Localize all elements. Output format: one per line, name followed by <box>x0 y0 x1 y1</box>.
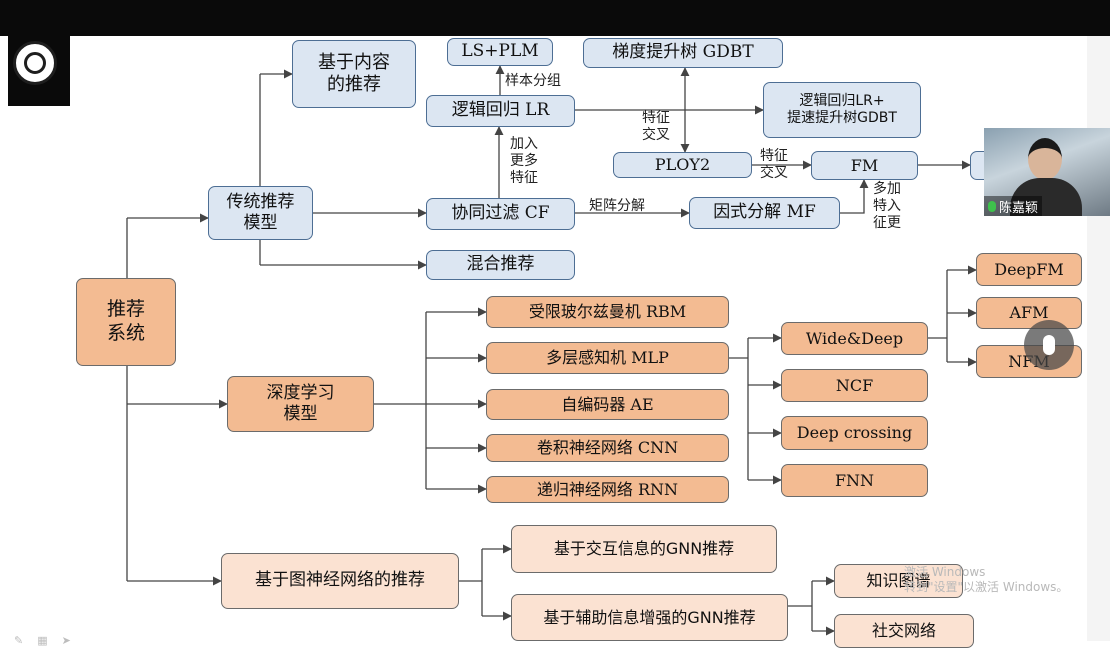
university-logo-icon <box>13 41 57 85</box>
node-ls-plm: LS+PLM <box>447 38 553 66</box>
node-content-based: 基于内容 的推荐 <box>292 40 416 108</box>
node-mf: 因式分解 MF <box>689 197 840 229</box>
node-recommender-system: 推荐 系统 <box>76 278 176 366</box>
participant-name: 陈嘉颖 <box>999 200 1039 216</box>
participant-name-bar: 陈嘉颖 <box>984 196 1043 216</box>
slides-icon[interactable]: ▦ <box>37 634 48 647</box>
participant-video[interactable]: 陈嘉颖 <box>984 128 1110 216</box>
edge-label-more-features-2: 多加 特入 征更 <box>873 181 901 231</box>
node-traditional-models: 传统推荐 模型 <box>208 186 313 240</box>
node-gnn: 基于图神经网络的推荐 <box>221 553 459 609</box>
node-cf: 协同过滤 CF <box>426 198 575 230</box>
edge-label-sample-group: 样本分组 <box>505 73 561 89</box>
node-ploy2: PLOY2 <box>613 152 752 178</box>
node-deep-crossing: Deep crossing <box>781 416 928 450</box>
pointer-icon[interactable]: ➤ <box>61 634 71 647</box>
node-ae: 自编码器 AE <box>486 389 729 420</box>
node-knowledge-graph: 知识图谱 <box>834 564 963 598</box>
bottom-toolbar: ✎ ▦ ➤ <box>14 634 71 647</box>
edge-label-matrix-factorization: 矩阵分解 <box>589 198 645 214</box>
node-wide-deep: Wide&Deep <box>781 322 928 355</box>
node-rnn: 递归神经网络 RNN <box>486 476 729 503</box>
node-gnn-interaction: 基于交互信息的GNN推荐 <box>511 525 777 573</box>
node-lr: 逻辑回归 LR <box>426 95 575 127</box>
participant-body <box>1010 178 1082 216</box>
node-social-network: 社交网络 <box>834 614 974 648</box>
node-cnn: 卷积神经网络 CNN <box>486 434 729 462</box>
edge-label-feature-cross-1: 特征 交叉 <box>642 110 670 143</box>
node-deepfm: DeepFM <box>976 253 1082 286</box>
node-mlp: 多层感知机 MLP <box>486 342 729 374</box>
node-deep-learning: 深度学习 模型 <box>227 376 374 432</box>
mic-overlay-icon[interactable] <box>1024 320 1074 370</box>
mic-overlay-glyph <box>1043 335 1055 355</box>
mic-icon <box>988 200 996 212</box>
node-ncf: NCF <box>781 369 928 402</box>
top-bar <box>0 0 1110 36</box>
node-gnn-aux: 基于辅助信息增强的GNN推荐 <box>511 594 788 641</box>
edge-label-feature-cross-2: 特征 交叉 <box>760 148 788 181</box>
edge-label-more-features: 加入 更多 特征 <box>510 136 538 186</box>
participant-head <box>1028 138 1062 180</box>
node-afm: AFM <box>976 297 1082 329</box>
node-fm: FM <box>811 151 918 180</box>
node-fnn: FNN <box>781 464 928 497</box>
node-hybrid: 混合推荐 <box>426 250 575 280</box>
pen-icon[interactable]: ✎ <box>14 634 24 647</box>
node-lr-gbdt: 逻辑回归LR+ 提速提升树GDBT <box>763 82 921 138</box>
node-rbm: 受限玻尔兹曼机 RBM <box>486 296 729 328</box>
edge-mf-fm <box>840 179 869 214</box>
node-gbdt: 梯度提升树 GDBT <box>583 38 783 68</box>
windows-activation-watermark: 激活 Windows 转到"设置"以激活 Windows。 <box>904 565 1069 594</box>
